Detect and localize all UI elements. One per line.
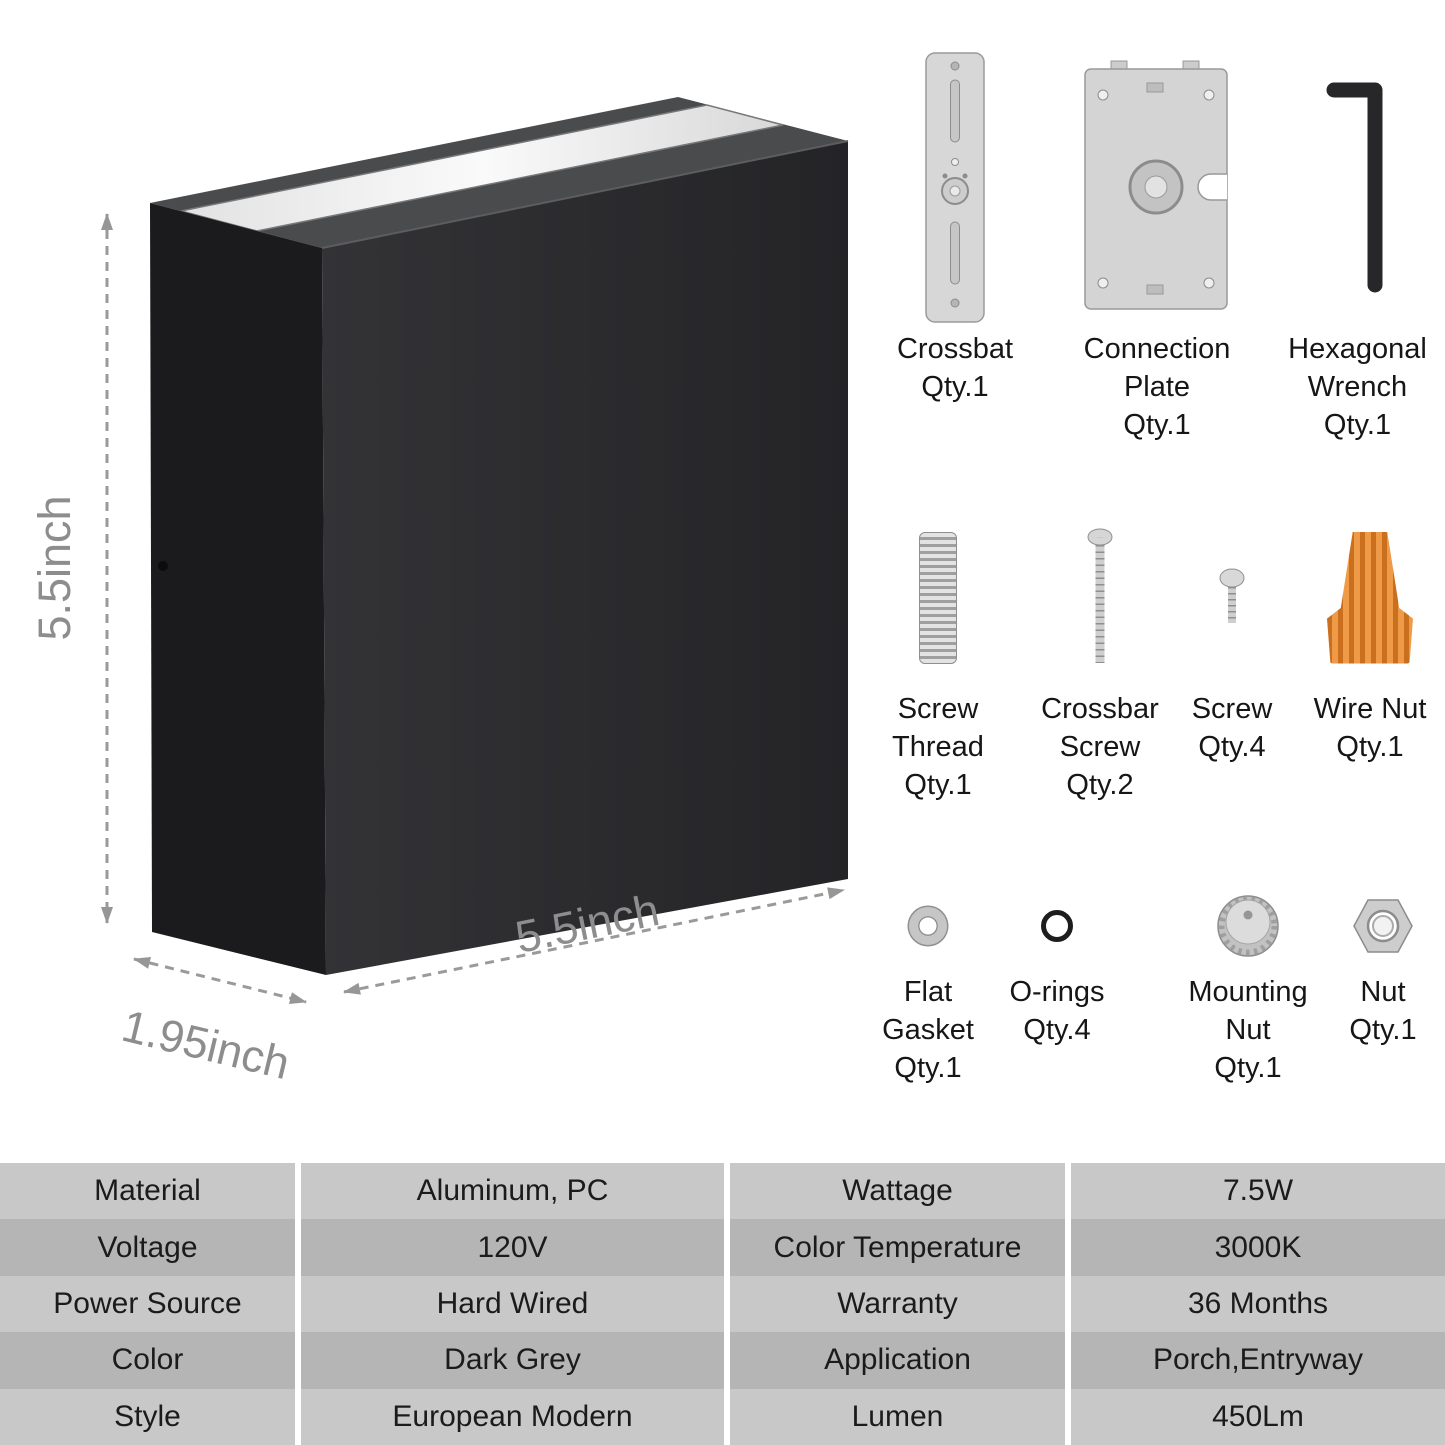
- spec-value: Hard Wired: [301, 1275, 724, 1333]
- connection-plate-icon: [1084, 60, 1228, 310]
- lamp-body: [150, 97, 849, 975]
- spec-value: 36 Months: [1071, 1275, 1445, 1333]
- hex-wrench-icon: [1326, 82, 1382, 292]
- spec-label: Voltage: [0, 1219, 295, 1276]
- spec-value: 450Lm: [1071, 1388, 1445, 1445]
- lamp-screw-hole: [158, 561, 168, 571]
- screw-icon: [1219, 568, 1245, 623]
- accessory-qty: Qty.4: [1023, 1014, 1091, 1046]
- width-dimension-arrow: [343, 887, 845, 995]
- spec-value: Porch,Entryway: [1071, 1332, 1445, 1389]
- crossbar-plate-icon: [925, 52, 985, 323]
- accessory-qty: Qty.1: [1123, 409, 1191, 441]
- accessory-wire-nut: Wire Nut Qty.1: [1300, 505, 1440, 766]
- spec-value: Dark Grey: [301, 1332, 724, 1389]
- accessory-name: Connection Plate: [1083, 333, 1231, 403]
- accessory-name: Hexagonal Wrench: [1288, 333, 1427, 403]
- screw-thread-icon: [919, 531, 957, 664]
- accessory-name: Mounting Nut: [1188, 976, 1308, 1046]
- o-ring-icon: [1041, 909, 1073, 942]
- accessory-name: Screw: [1191, 693, 1273, 725]
- spec-label: Style: [0, 1388, 295, 1445]
- accessory-screw: Screw Qty.4: [1172, 505, 1292, 766]
- accessory-name: Crossbat: [896, 333, 1014, 365]
- spec-value: European Modern: [301, 1388, 724, 1445]
- accessory-connection-plate: Connection Plate Qty.1: [1073, 45, 1241, 444]
- spec-label: Color: [0, 1332, 295, 1389]
- flat-gasket-icon: [909, 906, 947, 945]
- accessory-qty: Qty.2: [1066, 769, 1134, 801]
- accessory-qty: Qty.1: [1323, 409, 1392, 441]
- accessory-qty: Qty.1: [904, 769, 972, 801]
- spec-label: Warranty: [730, 1275, 1065, 1333]
- accessory-flat-gasket: Flat Gasket Qty.1: [873, 878, 983, 1087]
- accessory-crossbar-screw: Crossbar Screw Qty.2: [1025, 505, 1175, 804]
- lamp-side-face: [150, 203, 326, 975]
- depth-dimension-label: 1.95inch: [117, 1000, 294, 1089]
- spec-value: Aluminum, PC: [301, 1163, 724, 1220]
- accessory-name: Crossbar Screw: [1041, 693, 1159, 763]
- accessory-name: Wire Nut: [1313, 693, 1427, 725]
- spec-value: 120V: [301, 1219, 724, 1276]
- accessory-qty: Qty.1: [1214, 1052, 1282, 1084]
- spec-label: Application: [730, 1332, 1065, 1389]
- wire-nut-icon: [1327, 531, 1413, 664]
- accessory-o-rings: O-rings Qty.4: [987, 878, 1127, 1049]
- height-dimension-label: 5.5inch: [29, 495, 80, 640]
- wall-lamp-illustration: 5.5inch 1.95inch 5.5inch: [29, 97, 849, 1089]
- spec-label: Wattage: [730, 1163, 1065, 1220]
- spec-label: Material: [0, 1163, 295, 1220]
- crossbar-screw-icon: [1087, 528, 1113, 663]
- accessory-qty: Qty.1: [894, 1052, 962, 1084]
- accessory-name: O-rings: [1009, 976, 1105, 1008]
- accessory-name: Nut: [1360, 976, 1406, 1008]
- accessory-name: Flat Gasket: [882, 976, 974, 1046]
- mounting-nut-icon: [1217, 894, 1279, 957]
- accessory-hex-wrench: Hexagonal Wrench Qty.1: [1275, 45, 1440, 444]
- spec-label: Power Source: [0, 1275, 295, 1333]
- accessory-qty: Qty.4: [1198, 731, 1266, 763]
- accessory-qty: Qty.1: [1349, 1014, 1417, 1046]
- accessory-name: Screw Thread: [892, 693, 984, 763]
- depth-dimension-arrow: [133, 957, 307, 1004]
- spec-label: Color Temperature: [730, 1219, 1065, 1276]
- nut-icon: [1353, 898, 1413, 953]
- accessory-nut: Nut Qty.1: [1333, 878, 1433, 1049]
- spec-value: 7.5W: [1071, 1163, 1445, 1220]
- accessory-mounting-nut: Mounting Nut Qty.1: [1168, 878, 1328, 1087]
- spec-value: 3000K: [1071, 1219, 1445, 1276]
- lamp-front-face: [322, 141, 848, 975]
- lamp-light-panel: [180, 104, 784, 232]
- accessory-screw-thread: Screw Thread Qty.1: [878, 505, 998, 804]
- accessory-qty: Qty.1: [921, 371, 989, 403]
- accessory-crossbat: Crossbat Qty.1: [885, 45, 1025, 406]
- spec-table: Material Aluminum, PC Wattage 7.5W Volta…: [0, 1163, 1445, 1445]
- spec-label: Lumen: [730, 1388, 1065, 1445]
- accessory-qty: Qty.1: [1336, 731, 1404, 763]
